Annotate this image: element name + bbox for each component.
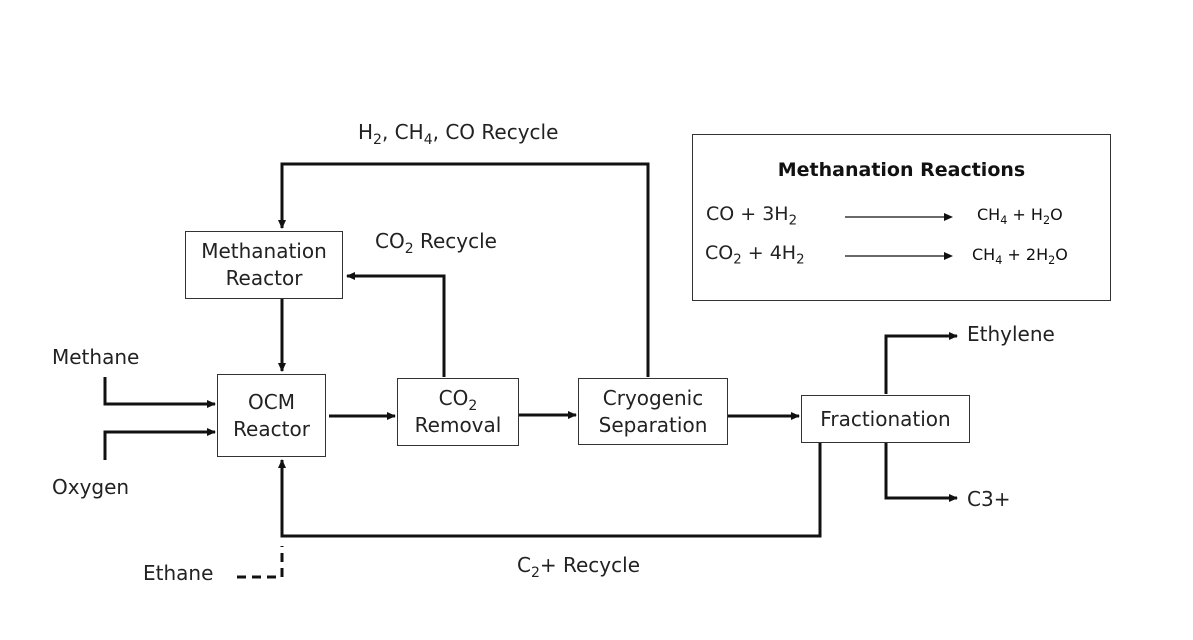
- reaction-1-reactants: CO + 3H2: [706, 203, 798, 229]
- cryogenic-separation-label: Cryogenic Separation: [598, 385, 708, 437]
- h2-ch4-co-recycle-label: H2, CH4, CO Recycle: [358, 120, 559, 148]
- co2-recycle-label: CO2 Recycle: [375, 229, 497, 257]
- co2-removal-label-line1: CO2: [438, 386, 478, 414]
- reaction-2-reactants: CO2 + 4H2: [705, 242, 805, 268]
- ethane-label: Ethane: [143, 561, 214, 585]
- oxygen-label: Oxygen: [52, 475, 130, 499]
- reaction-2-products: CH4 + 2H2O: [972, 245, 1068, 267]
- c2-recycle-line: [278, 443, 822, 538]
- reaction-1-arrow: [845, 213, 953, 221]
- reaction-1-products: CH4 + H2O: [977, 205, 1063, 227]
- cryogenic-separation-box: Cryogenic Separation: [578, 378, 728, 445]
- c3plus-label: C3+: [967, 487, 1011, 511]
- c2-recycle-label: C2+ Recycle: [517, 553, 640, 581]
- co2-removal-label-line2: Removal: [414, 413, 502, 437]
- methanation-reactions-legend: Methanation Reactions CO + 3H2 CH4 + H2O…: [692, 134, 1111, 301]
- methane-label: Methane: [52, 345, 140, 369]
- fractionation-box: Fractionation: [801, 395, 970, 443]
- ocm-reactor-label: OCM Reactor: [233, 389, 310, 441]
- methanation-reactor-label: Methanation Reactor: [201, 239, 327, 290]
- fractionation-label: Fractionation: [820, 406, 951, 431]
- ethane-feed-line: [237, 546, 284, 579]
- reaction-2-arrow: [845, 252, 953, 260]
- methanation-reactor-box: Methanation Reactor: [185, 231, 343, 299]
- ocm-reactor-box: OCM Reactor: [217, 374, 326, 457]
- methane-feed-line: [103, 377, 216, 408]
- legend-title: Methanation Reactions: [777, 159, 1026, 181]
- h2-ch4-co-recycle-line: [278, 162, 650, 377]
- c3plus-line: [884, 443, 958, 502]
- ethylene-line: [884, 332, 958, 394]
- ethylene-label: Ethylene: [967, 322, 1055, 346]
- co2-recycle-line: [346, 272, 446, 377]
- oxygen-feed-line: [103, 428, 216, 460]
- co2-removal-box: CO2 Removal: [397, 378, 519, 446]
